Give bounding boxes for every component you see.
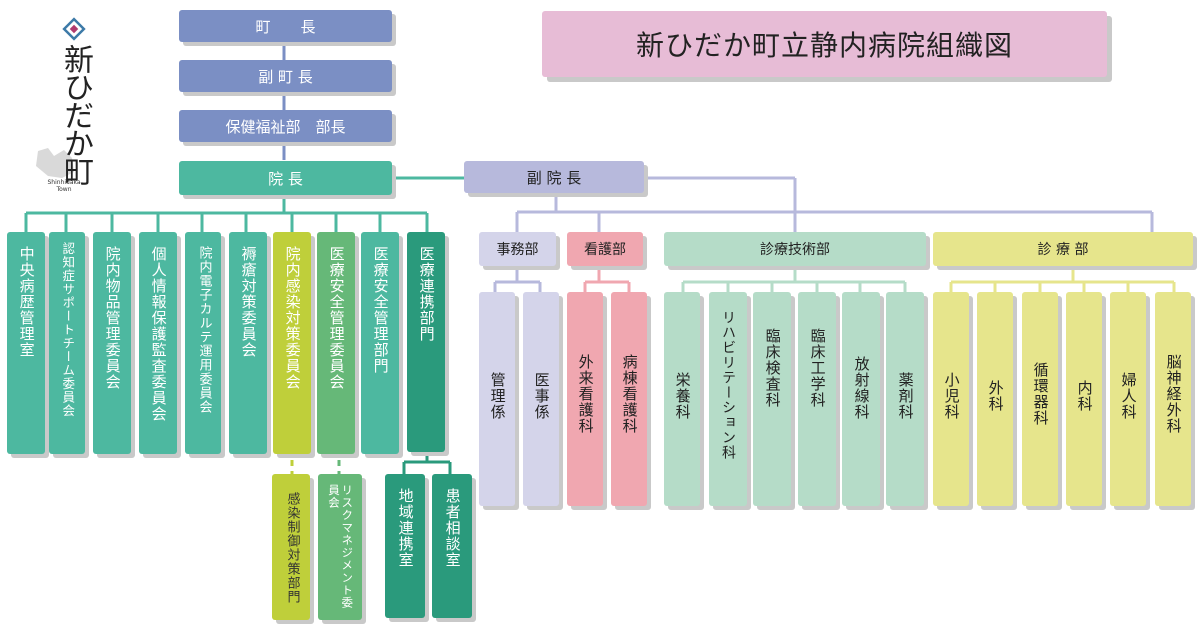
dept-clinic: 診 療 部 [933,232,1193,266]
committee-medical-safety: 医療安全管理委員会 [317,232,355,454]
unit-management: 管理係 [479,292,515,506]
unit-gynecology: 婦人科 [1110,292,1146,506]
committee-infection-control: 院内感染対策委員会 [273,232,311,454]
unit-surgery: 外科 [977,292,1013,506]
chart-title-text: 新ひだか町立静内病院組織図 [635,29,1013,62]
unit-clinical-engineering: 臨床工学科 [798,292,836,506]
unit-pediatrics: 小児科 [933,292,969,506]
welfare-director-box: 保健福祉部 部長 [179,110,392,142]
dept-medical-safety: 医療安全管理部門 [361,232,399,454]
unit-radiology: 放射線科 [842,292,880,506]
unit-cardiology: 循環器科 [1022,292,1058,506]
unit-medical-affairs: 医事係 [523,292,559,506]
committee-pressure-ulcer: 褥瘡対策委員会 [229,232,267,454]
committee-ehr: 院内電子カルテ運用委員会 [185,232,221,454]
vice-director-box: 副 院 長 [464,161,644,193]
unit-internal-medicine: 内科 [1066,292,1102,506]
town-logo: 新ひだか町 Shinhidaka Town [28,16,108,193]
unit-risk-management: リスクマネジメント委員会 [318,474,362,620]
unit-neurosurgery: 脳神経外科 [1155,292,1191,506]
committee-privacy-audit: 個人情報保護監査委員会 [139,232,177,454]
unit-pharmacy: 薬剤科 [886,292,924,506]
committee-supplies: 院内物品管理委員会 [93,232,131,454]
dept-medical-liaison: 医療連携部門 [407,232,445,452]
logo-text: 新ひだか町 [58,44,93,184]
unit-clinical-lab: 臨床検査科 [753,292,791,506]
unit-infection-control: 感染制御対策部門 [272,474,310,620]
dept-nursing: 看護部 [567,232,643,266]
chart-title: 新ひだか町立静内病院組織図 [542,11,1107,77]
committee-dementia-support: 認知症サポートチーム委員会 [49,232,85,454]
unit-patient-consultation: 患者相談室 [432,474,472,618]
unit-outpatient-nursing: 外来看護科 [567,292,603,506]
unit-regional-liaison: 地域連携室 [385,474,425,618]
dept-office: 事務部 [479,232,556,266]
dept-tech: 診療技術部 [664,232,926,266]
deputy-mayor-box: 副 町 長 [179,60,392,92]
unit-nutrition: 栄養科 [664,292,700,506]
mayor-box: 町 長 [179,10,392,42]
committee-medical-records: 中央病歴管理室 [7,232,45,454]
unit-rehabilitation: リハビリテーション科 [709,292,747,506]
logo-town-en: Shinhidaka Town [47,179,81,193]
hospital-director-box: 院 長 [179,161,392,195]
unit-ward-nursing: 病棟看護科 [611,292,647,506]
logo-emblem-icon [36,17,86,178]
